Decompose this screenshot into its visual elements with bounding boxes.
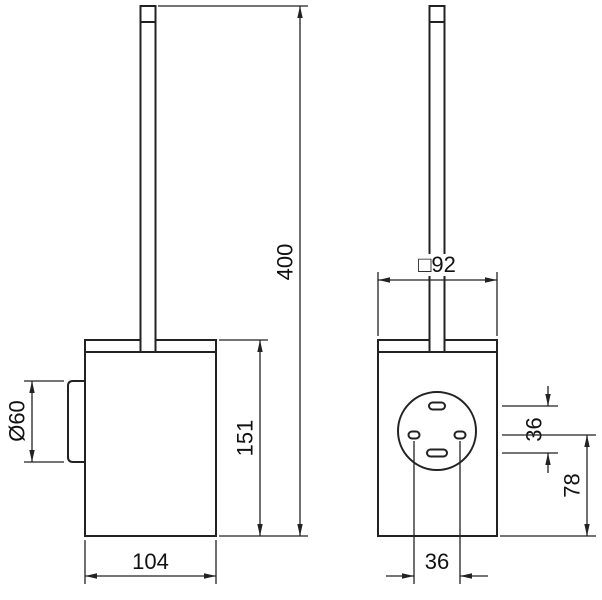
dim-hole-spacing-horizontal: 36: [386, 441, 488, 584]
brush-handle-front: [428, 5, 446, 352]
dim-label-holes-bottom-offset: 78: [560, 473, 585, 497]
dim-body-width: □92: [377, 252, 498, 336]
dim-body-depth: 104: [84, 540, 217, 584]
dim-label-body-height: 151: [233, 420, 258, 457]
mounting-slot-top: [428, 401, 446, 411]
side-view: Ø60 400 151 104: [5, 5, 308, 584]
mounting-plate-circle: [397, 391, 477, 471]
mounting-hole-left: [407, 430, 421, 440]
brush-handle-side: [139, 5, 157, 352]
holder-body-side: [84, 339, 217, 537]
wall-bracket: [67, 380, 85, 463]
dim-label-body-depth: 104: [132, 549, 169, 574]
dim-body-height: 151: [219, 339, 268, 536]
dim-label-hole-spacing-horizontal: 36: [425, 549, 449, 574]
front-view: □92 36 78 36: [377, 5, 596, 584]
holder-body-front: [377, 339, 498, 537]
dim-holes-bottom-offset: 78: [500, 434, 596, 537]
dim-label-body-width: □92: [418, 252, 456, 277]
dim-total-height: 400: [158, 5, 308, 537]
dim-label-slot-spacing-vertical: 36: [522, 417, 547, 441]
mounting-slot-bottom: [426, 448, 448, 458]
dim-wall-plate-diameter: Ø60: [5, 380, 64, 463]
dim-slot-spacing-vertical: 36: [502, 386, 558, 473]
dim-label-wall-plate-diameter: Ø60: [5, 400, 30, 442]
dim-label-total-height: 400: [273, 244, 298, 281]
mounting-hole-right: [453, 430, 467, 440]
